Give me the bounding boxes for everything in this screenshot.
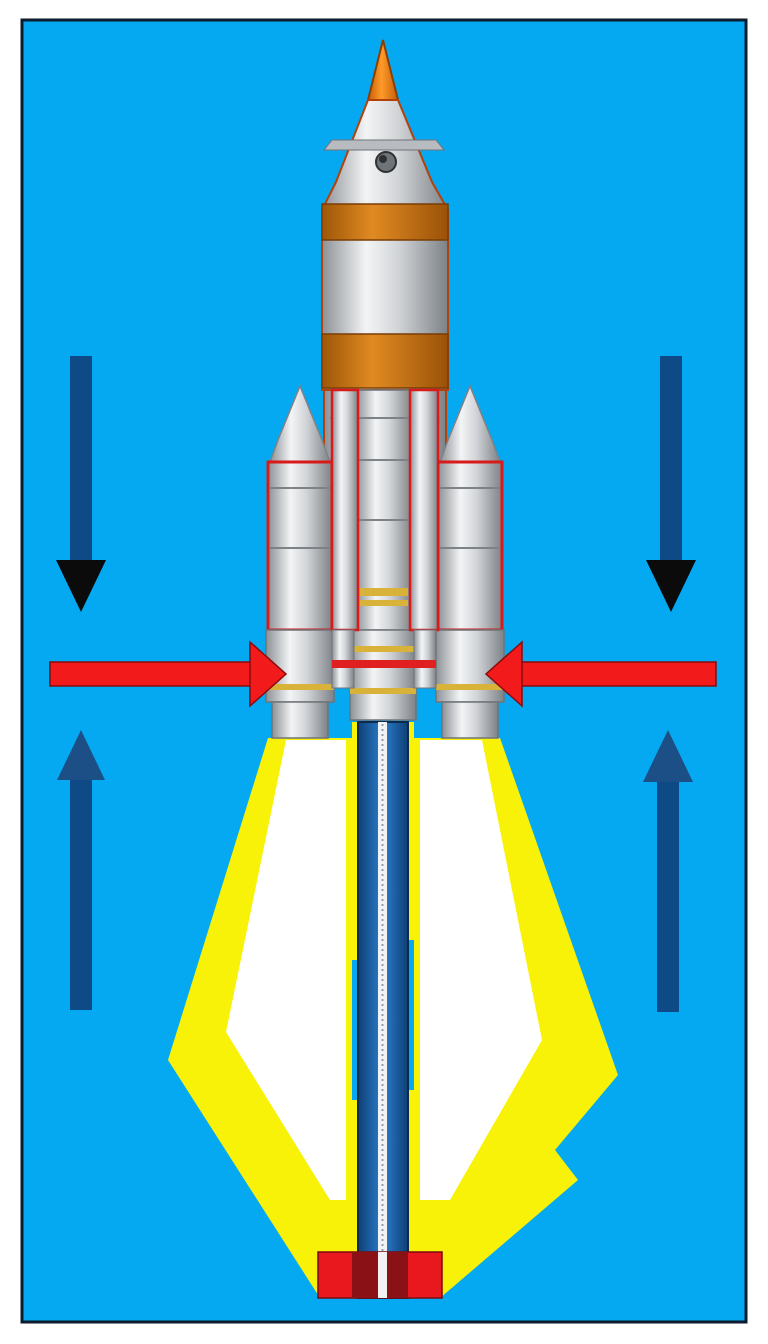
launch-pad-base xyxy=(317,1251,443,1299)
inner-struts xyxy=(330,388,440,689)
arrow-right-icon xyxy=(49,640,288,708)
right-exhaust-flame xyxy=(414,738,618,1298)
arrow-up-icon xyxy=(643,730,693,1012)
core-stage-upper xyxy=(321,39,449,391)
right-booster xyxy=(435,384,505,739)
arrow-down-icon xyxy=(56,356,106,612)
left-booster xyxy=(265,384,335,739)
porthole xyxy=(375,151,397,173)
left-exhaust-flame xyxy=(168,738,352,1298)
arrow-up-icon xyxy=(57,730,105,1010)
center-exhaust-column xyxy=(352,721,414,1299)
arrow-left-icon xyxy=(484,640,717,708)
arrow-down-icon xyxy=(646,356,696,612)
